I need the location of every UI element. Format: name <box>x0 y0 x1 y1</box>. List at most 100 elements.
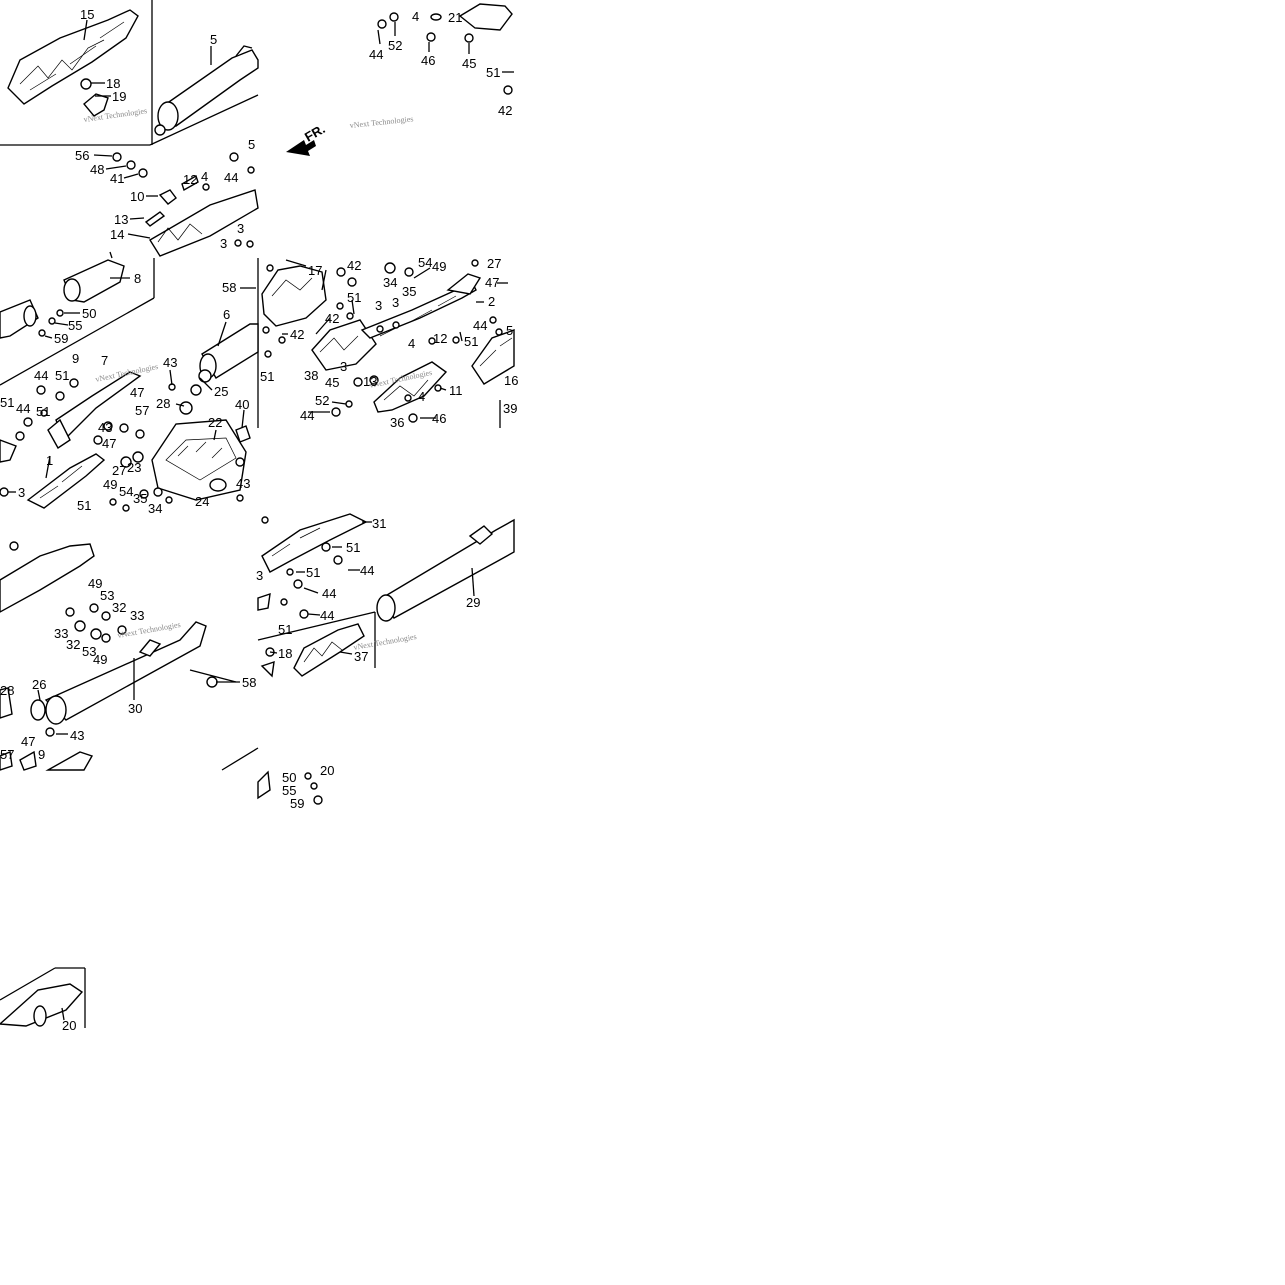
part-callout-57: 57 <box>135 403 149 418</box>
front-label: FR. <box>302 121 328 144</box>
part-callout-58: 58 <box>242 675 256 690</box>
part-callout-6: 6 <box>223 307 230 322</box>
part-callout-9: 9 <box>72 351 79 366</box>
part-callout-47: 47 <box>130 385 144 400</box>
part-callout-59: 59 <box>290 796 304 811</box>
muffler-6 <box>198 323 272 383</box>
part-callout-52: 52 <box>388 38 402 53</box>
part-callout-4: 4 <box>418 389 425 404</box>
part-callout-42: 42 <box>498 103 512 118</box>
part-callout-27: 27 <box>487 256 501 271</box>
part-callout-44: 44 <box>34 368 48 383</box>
part-callout-44: 44 <box>16 401 30 416</box>
bracket-19 <box>80 78 109 117</box>
part-callout-33: 33 <box>54 626 68 641</box>
part-callout-44: 44 <box>360 563 374 578</box>
mid-pipe <box>0 541 127 643</box>
leader-lines <box>8 19 508 1021</box>
part-callout-55: 55 <box>68 318 82 333</box>
top-fasteners <box>377 3 514 95</box>
part-callout-5: 5 <box>248 137 255 152</box>
part-callout-47: 47 <box>485 275 499 290</box>
part-callout-24: 24 <box>195 494 209 509</box>
part-callout-49: 49 <box>93 652 107 667</box>
part-callout-49: 49 <box>103 477 117 492</box>
bottom-fragment <box>257 770 323 805</box>
front-arrow: FR. <box>286 121 328 156</box>
part-callout-32: 32 <box>66 637 80 652</box>
part-callout-13: 13 <box>363 374 377 389</box>
part-callout-51: 51 <box>260 369 274 384</box>
part-callout-13: 13 <box>114 212 128 227</box>
part-callout-47: 47 <box>21 734 35 749</box>
part-callout-3: 3 <box>220 236 227 251</box>
part-callout-47: 47 <box>102 436 116 451</box>
heat-shield-37 <box>260 623 365 678</box>
part-callout-43: 43 <box>98 420 112 435</box>
part-callout-35: 35 <box>133 491 147 506</box>
part-callout-46: 46 <box>421 53 435 68</box>
part-callout-20: 20 <box>62 1018 76 1033</box>
part-callout-4: 4 <box>408 336 415 351</box>
part-callout-44: 44 <box>369 47 383 62</box>
part-callout-11: 11 <box>449 383 463 398</box>
part-callout-18: 18 <box>106 76 120 91</box>
heat-shield-38 <box>278 319 377 371</box>
part-callout-50: 50 <box>282 770 296 785</box>
part-callout-54: 54 <box>418 255 432 270</box>
part-callout-42: 42 <box>347 258 361 273</box>
part-callout-28: 28 <box>156 396 170 411</box>
part-callout-31: 31 <box>372 516 386 531</box>
part-callout-32: 32 <box>112 600 126 615</box>
part-callout-46: 46 <box>432 411 446 426</box>
part-callout-29: 29 <box>466 595 480 610</box>
front-pipe-1 <box>0 421 244 512</box>
part-callout-51: 51 <box>486 65 500 80</box>
watermark-2: vNext Technologies <box>349 114 414 130</box>
part-callout-16: 16 <box>504 373 518 388</box>
part-callout-12: 12 <box>433 331 447 346</box>
part-callout-51: 51 <box>55 368 69 383</box>
heat-shield-17 <box>261 264 357 327</box>
part-callout-33: 33 <box>130 608 144 623</box>
tailpipe-end-8 <box>0 259 125 339</box>
part-callout-23: 23 <box>127 460 141 475</box>
part-callout-41: 41 <box>110 171 124 186</box>
part-callout-39: 39 <box>503 401 517 416</box>
part-callout-45: 45 <box>462 56 476 71</box>
part-callout-4: 4 <box>201 169 208 184</box>
part-callout-40: 40 <box>235 397 249 412</box>
part-callout-51: 51 <box>306 565 320 580</box>
part-callout-3: 3 <box>237 221 244 236</box>
part-callout-54: 54 <box>119 484 133 499</box>
part-callout-35: 35 <box>402 284 416 299</box>
part-callout-3: 3 <box>392 295 399 310</box>
part-callout-45: 45 <box>325 375 339 390</box>
part-callout-8: 8 <box>134 271 141 286</box>
part-callout-51: 51 <box>278 622 292 637</box>
part-callout-18: 18 <box>278 646 292 661</box>
part-callout-3: 3 <box>18 485 25 500</box>
part-callout-51: 51 <box>36 404 50 419</box>
part-callout-52: 52 <box>315 393 329 408</box>
part-callout-1: 1 <box>46 453 53 468</box>
part-callout-43: 43 <box>163 355 177 370</box>
part-callout-44: 44 <box>224 170 238 185</box>
part-callout-49: 49 <box>88 576 102 591</box>
pipe-2 <box>360 259 503 345</box>
part-callout-43: 43 <box>236 476 250 491</box>
part-callout-51: 51 <box>464 334 478 349</box>
muffler-30 <box>0 621 237 771</box>
part-callout-9: 9 <box>38 747 45 762</box>
part-callout-42: 42 <box>290 327 304 342</box>
part-callout-20: 20 <box>320 763 334 778</box>
part-callout-48: 48 <box>90 162 104 177</box>
part-callout-21: 21 <box>448 10 462 25</box>
part-callout-26: 26 <box>32 677 46 692</box>
part-callout-25: 25 <box>214 384 228 399</box>
part-callout-12: 12 <box>183 172 197 187</box>
part-callout-57: 57 <box>0 747 14 762</box>
part-callout-36: 36 <box>390 415 404 430</box>
